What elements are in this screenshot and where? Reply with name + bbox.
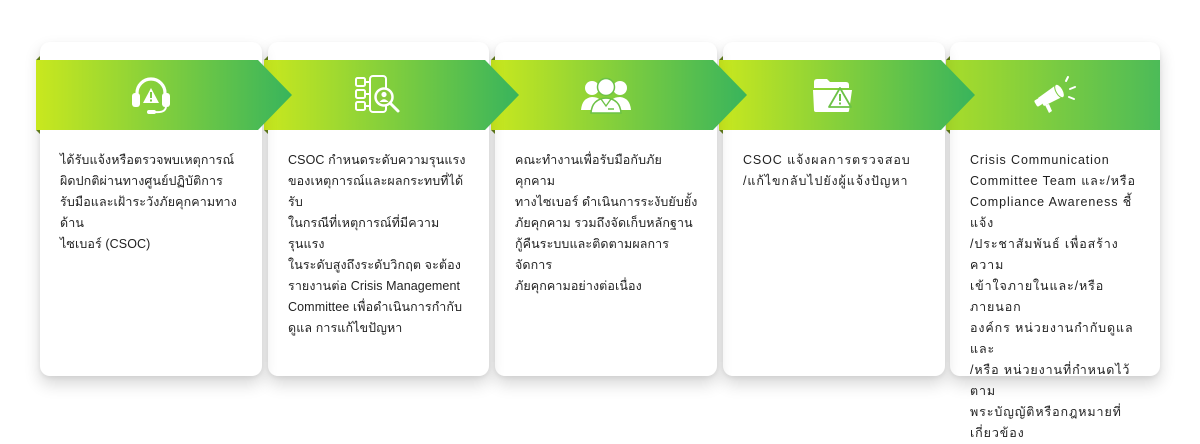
step-description-1: ได้รับแจ้งหรือตรวจพบเหตุการณ์ ผิดปกติผ่า…	[60, 153, 237, 251]
step-description-4: CSOC แจ้งผลการตรวจสอบ /แก้ไขกลับไปยังผู้…	[743, 153, 911, 188]
process-flow: ได้รับแจ้งหรือตรวจพบเหตุการณ์ ผิดปกติผ่า…	[36, 42, 1160, 440]
arrow-banner-shape	[491, 56, 747, 134]
step-description-3: คณะทำงานเพื่อรับมือกับภัยคุกคาม ทางไซเบอ…	[515, 153, 698, 293]
step-description-2: CSOC กำหนดระดับความรุนแรง ของเหตุการณ์แล…	[288, 153, 466, 335]
flowchart-search-icon	[354, 75, 404, 115]
step-card-5: Crisis Communication Committee Team และ/…	[946, 42, 1160, 440]
step-banner-1	[36, 56, 292, 134]
step-banner-3	[491, 56, 747, 134]
step-card-2: CSOC กำหนดระดับความรุนแรง ของเหตุการณ์แล…	[264, 42, 519, 376]
step-description-5: Crisis Communication Committee Team และ/…	[970, 153, 1136, 440]
step-card-1: ได้รับแจ้งหรือตรวจพบเหตุการณ์ ผิดปกติผ่า…	[36, 42, 292, 376]
team-group-icon	[580, 76, 632, 114]
megaphone-icon	[1032, 76, 1078, 114]
step-banner-4	[719, 56, 975, 134]
folder-warning-icon	[812, 76, 856, 114]
step-banner-2	[264, 56, 519, 134]
step-card-4: CSOC แจ้งผลการตรวจสอบ /แก้ไขกลับไปยังผู้…	[719, 42, 975, 376]
step-card-3: คณะทำงานเพื่อรับมือกับภัยคุกคาม ทางไซเบอ…	[491, 42, 747, 376]
headset-warning-icon	[129, 75, 173, 115]
step-banner-5	[946, 56, 1160, 134]
